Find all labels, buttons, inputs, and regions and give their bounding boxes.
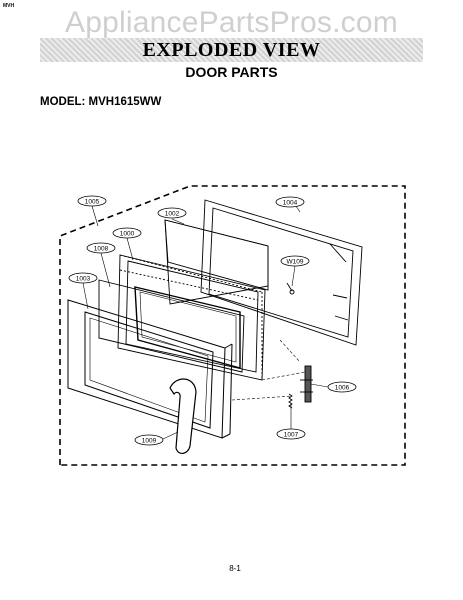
choke-frame-part: [117, 254, 266, 381]
glass-panel-part: [164, 219, 269, 305]
callout-1006-label: 1006: [335, 385, 350, 392]
section-subtitle: DOOR PARTS: [185, 64, 278, 80]
leader-lines: [82, 205, 329, 440]
callout-1008-label: 1008: [94, 246, 109, 253]
spring-part: [288, 393, 293, 409]
callout-1009: 1009: [134, 434, 164, 446]
callout-1005-label: 1005: [85, 199, 100, 206]
callout-W109-label: W109: [287, 259, 304, 266]
callout-1004: 1004: [275, 196, 305, 208]
callout-1008: 1008: [86, 242, 116, 254]
assembly-lines: [231, 339, 306, 401]
callout-1007-label: 1007: [284, 432, 299, 439]
corner-mark: MVH: [3, 3, 15, 9]
callout-1002-label: 1002: [165, 211, 180, 218]
callout-1000-label: 1000: [120, 231, 135, 238]
callout-1006: 1006: [327, 381, 357, 393]
screw-part: [286, 282, 295, 295]
callout-1003-label: 1003: [76, 276, 91, 283]
watermark: AppliancePartsPros.com: [65, 6, 398, 39]
model-label: MODEL: MVH1615WW: [40, 96, 162, 108]
callout-1005: 1005: [77, 195, 107, 207]
callout-1002: 1002: [157, 207, 187, 219]
page-title: EXPLODED VIEW: [142, 39, 321, 61]
title-band: EXPLODED VIEW: [40, 38, 423, 62]
callout-1009-label: 1009: [142, 438, 157, 445]
callout-1000: 1000: [112, 227, 142, 239]
door-frame-part: [200, 199, 363, 346]
door-front-part: [67, 299, 233, 439]
callout-1004-label: 1004: [283, 200, 298, 207]
page-number: 8-1: [229, 564, 241, 573]
door-screen-part: [98, 279, 245, 373]
door-handle-part: [169, 378, 197, 454]
callout-W109: W109: [280, 255, 310, 267]
callout-1007: 1007: [276, 428, 306, 440]
dashed-boundary: [59, 185, 406, 466]
callout-1003: 1003: [68, 272, 98, 284]
